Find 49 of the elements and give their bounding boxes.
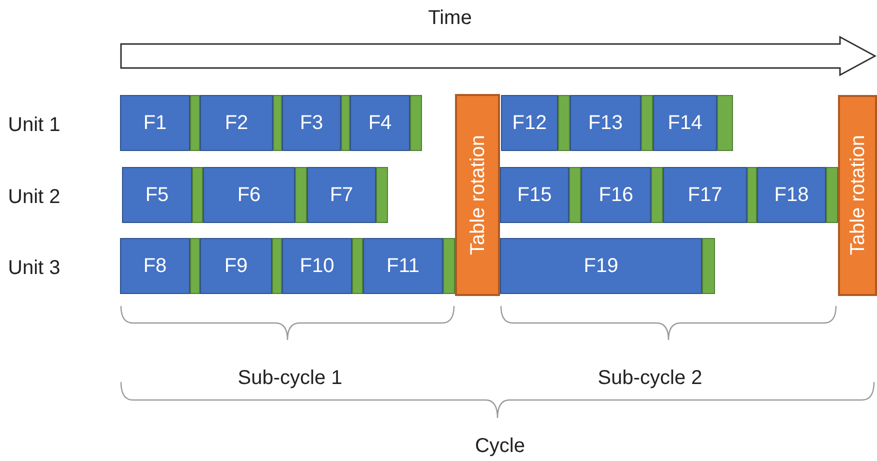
row-label: Unit 1 bbox=[8, 113, 62, 137]
task-box bbox=[200, 95, 273, 151]
task-box bbox=[350, 95, 410, 151]
rotation-bar bbox=[455, 94, 500, 296]
row-label: Unit 2 bbox=[8, 185, 62, 209]
task-box bbox=[501, 95, 558, 151]
task-box bbox=[653, 95, 717, 151]
rotation-bar bbox=[838, 95, 877, 296]
task-box bbox=[581, 167, 651, 223]
task-label: F2 bbox=[224, 113, 248, 133]
task-label: F4 bbox=[368, 113, 392, 133]
task-label: F15 bbox=[517, 185, 552, 205]
task-label: F6 bbox=[237, 185, 261, 205]
task-box bbox=[120, 95, 190, 151]
task-box bbox=[307, 167, 376, 223]
task-label: F19 bbox=[584, 256, 618, 276]
axis-label: Time bbox=[427, 6, 473, 30]
task-label: F1 bbox=[143, 113, 167, 133]
task-box bbox=[570, 95, 641, 151]
brace-label: Sub-cycle 2 bbox=[596, 366, 704, 390]
task-label: Table rotation bbox=[468, 134, 488, 256]
task-box bbox=[120, 238, 190, 294]
task-label: F9 bbox=[224, 256, 248, 276]
task-label: F3 bbox=[300, 113, 324, 133]
task-label: F8 bbox=[143, 256, 167, 276]
task-box bbox=[200, 238, 272, 294]
task-box bbox=[282, 95, 341, 151]
task-box bbox=[122, 167, 192, 223]
task-box bbox=[663, 167, 747, 223]
task-label: F11 bbox=[386, 256, 420, 276]
task-box bbox=[203, 167, 295, 223]
task-label: F16 bbox=[598, 185, 634, 205]
brace-label: Cycle bbox=[474, 434, 526, 458]
task-label: F13 bbox=[588, 113, 623, 133]
task-label: F18 bbox=[774, 185, 809, 205]
task-box bbox=[757, 167, 826, 223]
row-label: Unit 3 bbox=[8, 256, 62, 280]
task-box bbox=[500, 238, 702, 294]
task-label: F7 bbox=[330, 185, 354, 205]
task-label: F12 bbox=[512, 113, 547, 133]
task-box bbox=[500, 167, 569, 223]
task-box bbox=[363, 238, 443, 294]
task-label: Table rotation bbox=[848, 135, 868, 256]
task-box bbox=[282, 238, 352, 294]
task-label: F14 bbox=[668, 113, 702, 133]
task-label: F5 bbox=[145, 185, 169, 205]
task-label: F10 bbox=[300, 256, 334, 276]
task-label: F17 bbox=[688, 185, 722, 205]
brace-label: Sub-cycle 1 bbox=[236, 366, 344, 390]
